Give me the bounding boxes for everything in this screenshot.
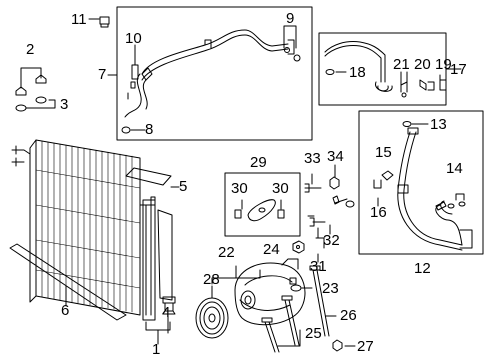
callout-19: 19 bbox=[435, 56, 452, 73]
callout-9: 9 bbox=[286, 10, 295, 27]
callout-24: 24 bbox=[263, 241, 280, 258]
leader-lines-31-32 bbox=[317, 224, 331, 263]
refrigerant-line-assembly-7 bbox=[107, 25, 301, 134]
group-box-line-assembly-7 bbox=[116, 6, 313, 141]
fitting-part-24 bbox=[292, 240, 305, 254]
dryer-bracket-part-4 bbox=[145, 209, 176, 345]
clutch-pulley-part-28 bbox=[195, 285, 229, 339]
callout-34: 34 bbox=[327, 148, 344, 165]
callout-8: 8 bbox=[145, 121, 154, 138]
callout-2: 2 bbox=[26, 41, 35, 58]
callout-10: 10 bbox=[125, 30, 142, 47]
cap-part-11 bbox=[88, 16, 110, 28]
callout-3: 3 bbox=[60, 96, 69, 113]
group-box-bracket-29 bbox=[224, 172, 301, 237]
callout-4: 4 bbox=[162, 304, 171, 321]
condenser-part-1 bbox=[11, 139, 156, 321]
callout-7: 7 bbox=[98, 66, 107, 83]
callout-27: 27 bbox=[357, 338, 374, 355]
callout-25: 25 bbox=[305, 325, 322, 342]
callout-30-right: 30 bbox=[272, 180, 289, 197]
callout-28: 28 bbox=[203, 271, 220, 288]
callout-16: 16 bbox=[370, 204, 387, 221]
callout-21: 21 bbox=[393, 56, 410, 73]
callout-6: 6 bbox=[61, 302, 70, 319]
callout-14: 14 bbox=[446, 160, 463, 177]
callout-26: 26 bbox=[340, 307, 357, 324]
callout-31: 31 bbox=[310, 258, 327, 275]
washer-part-23 bbox=[290, 284, 313, 292]
callout-33: 33 bbox=[304, 150, 321, 167]
callout-29: 29 bbox=[250, 154, 267, 171]
callout-23: 23 bbox=[322, 280, 339, 297]
callout-1: 1 bbox=[152, 341, 161, 358]
line-assembly-17 bbox=[324, 41, 462, 98]
stud-part-26 bbox=[309, 265, 337, 337]
callout-15: 15 bbox=[375, 144, 392, 161]
callout-22: 22 bbox=[218, 244, 235, 261]
line-assembly-12 bbox=[373, 121, 473, 251]
compressor-part-22 bbox=[211, 258, 306, 326]
nut-part-27 bbox=[332, 339, 356, 352]
callout-5: 5 bbox=[179, 178, 188, 195]
seal-strip-part-5 bbox=[125, 167, 180, 188]
callout-12: 12 bbox=[414, 260, 431, 277]
group-box-line-assembly-12 bbox=[358, 110, 484, 255]
bolts-part-25 bbox=[261, 295, 301, 353]
callout-18: 18 bbox=[349, 64, 366, 81]
callout-17: 17 bbox=[450, 61, 467, 78]
callout-20: 20 bbox=[414, 56, 431, 73]
lower-seal-part-6 bbox=[9, 243, 127, 321]
callout-32: 32 bbox=[323, 232, 340, 249]
bolts-31-34 bbox=[304, 164, 355, 249]
callout-11: 11 bbox=[71, 11, 87, 28]
bracket-group-29 bbox=[234, 199, 285, 222]
callout-13: 13 bbox=[430, 116, 447, 133]
callout-30-left: 30 bbox=[231, 180, 248, 197]
fasteners-2-3 bbox=[15, 67, 56, 112]
